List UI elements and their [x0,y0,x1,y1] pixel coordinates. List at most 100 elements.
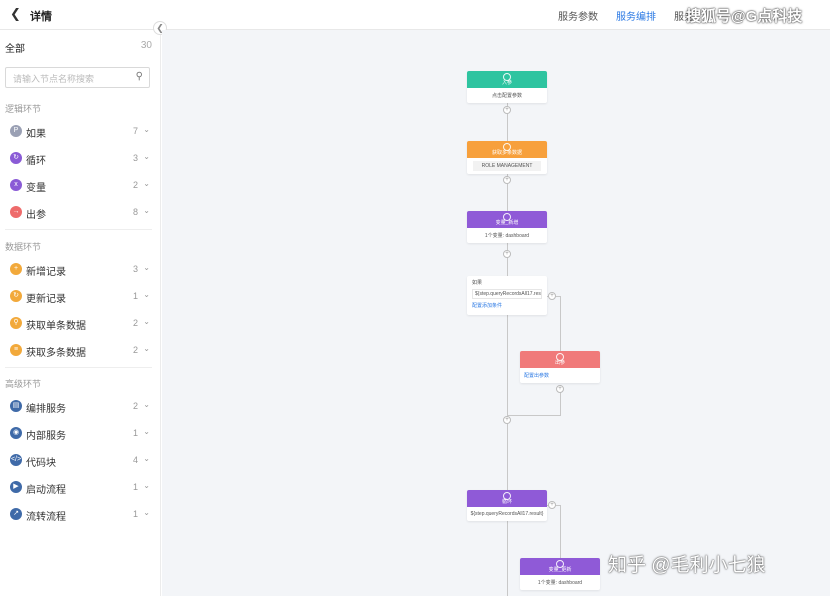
item-label: 出参 [26,210,46,221]
chevron-down-icon[interactable]: ⌄ [143,481,150,490]
search-placeholder: 请输入节点名称搜索 [13,74,95,84]
node-body: 1个变量: dashboard [484,233,530,239]
chevron-down-icon[interactable]: ⌄ [143,152,150,161]
condition-expression: ${step.queryRecordsAll17.result... [472,289,542,299]
section-title-advanced: 高级环节 [5,379,42,389]
flow-node-variable-add[interactable]: 变量_新增 1个变量: dashboard [467,211,547,243]
tab-service-params[interactable]: 服务参数 [558,12,598,23]
tab-service-orchestration[interactable]: 服务编排 [616,8,656,33]
item-count: 4 [132,455,138,465]
sidebar-item-add-record[interactable]: + 新增记录 3 ⌄ [10,262,150,278]
item-count: 8 [132,207,138,217]
sidebar-item-variable[interactable]: x 变量 2 ⌄ [10,178,150,194]
chevron-down-icon[interactable]: ⌄ [143,125,150,134]
chevron-down-icon[interactable]: ⌄ [143,317,150,326]
node-title: 获取多条数据 [491,150,522,156]
update-record-icon: ↻ [10,290,22,302]
flow-canvas[interactable]: + + + + + + + 入参 点击配置参数 获取多条数据 ROLE MANA… [162,30,830,596]
add-node-button[interactable]: + [503,106,511,114]
node-title: 变量_更新 [548,567,572,573]
item-label: 变量 [26,183,46,194]
section-title-data: 数据环节 [5,242,42,252]
sidebar-item-loop[interactable]: ↻ 循环 3 ⌄ [10,151,150,167]
if-icon: P [10,125,22,137]
flow-node-get-data[interactable]: 获取多条数据 ROLE MANAGEMENT [467,141,547,174]
page-title: 详情 [30,11,52,23]
item-label: 获取单条数据 [26,321,86,332]
sidebar-item-if[interactable]: P 如果 7 ⌄ [10,124,150,140]
variable-icon: x [10,179,22,191]
item-count: 7 [132,126,138,136]
node-body: ${step.queryRecordsAll17.result} [470,511,544,517]
sidebar-item-start-flow[interactable]: ▶ 启动流程 1 ⌄ [10,480,150,496]
item-label: 内部服务 [26,431,66,442]
flow-node-output[interactable]: 出参 配置出参数 [520,351,600,383]
search-icon[interactable]: ⚲ [135,71,143,82]
item-label: 新增记录 [26,267,66,278]
chevron-down-icon[interactable]: ⌄ [143,454,150,463]
sidebar-item-update-record[interactable]: ↻ 更新记录 1 ⌄ [10,289,150,305]
chevron-down-icon[interactable]: ⌄ [143,206,150,215]
node-icon [503,143,511,151]
sidebar-item-internal-service[interactable]: ◉ 内部服务 1 ⌄ [10,426,150,442]
divider [5,229,152,230]
search-input[interactable]: 请输入节点名称搜索 ⚲ [5,67,150,88]
item-count: 2 [132,401,138,411]
sidebar-item-orchestrate[interactable]: ▤ 编排服务 2 ⌄ [10,399,150,415]
add-node-button[interactable]: + [503,250,511,258]
item-count: 3 [132,264,138,274]
node-icon [556,560,564,568]
item-count: 1 [132,428,138,438]
item-label: 循环 [26,156,46,167]
item-count: 3 [132,153,138,163]
item-label: 流转流程 [26,512,66,523]
node-body: 点击配置参数 [491,93,522,99]
add-node-button[interactable]: + [556,385,564,393]
item-label: 编排服务 [26,404,66,415]
watermark: 搜狐号@G点科技 [686,8,803,25]
chevron-down-icon[interactable]: ⌄ [143,400,150,409]
chevron-down-icon[interactable]: ⌄ [143,427,150,436]
chevron-down-icon[interactable]: ⌄ [143,179,150,188]
node-icon [556,353,564,361]
node-title: 如果 [472,280,483,286]
add-node-button[interactable]: + [503,176,511,184]
flow-node-variable-update[interactable]: 变量_更新 1个变量: dashboard [520,558,600,590]
node-icon [503,73,511,81]
node-title: 变量_新增 [495,220,519,226]
flow-node-start[interactable]: 入参 点击配置参数 [467,71,547,103]
add-condition-link[interactable]: 配置添加条件 [472,303,503,309]
sidebar-item-get-single[interactable]: ⚲ 获取单条数据 2 ⌄ [10,316,150,332]
get-single-icon: ⚲ [10,317,22,329]
node-header: 入参 [467,71,547,88]
chevron-down-icon[interactable]: ⌄ [143,508,150,517]
internal-service-icon: ◉ [10,427,22,439]
configure-output-link[interactable]: 配置出参数 [524,373,550,379]
add-node-button[interactable]: + [503,416,511,424]
all-label: 全部 [5,44,25,55]
get-multi-icon: ≡ [10,344,22,356]
chevron-left-icon[interactable]: ❮ [10,6,21,21]
add-node-button[interactable]: + [548,292,556,300]
tab-service-more[interactable]: 服务 [674,12,694,23]
node-body: ROLE MANAGEMENT [473,161,541,171]
chevron-down-icon[interactable]: ⌄ [143,263,150,272]
chevron-down-icon[interactable]: ⌄ [143,344,150,353]
sidebar-item-code-block[interactable]: </> 代码块 4 ⌄ [10,453,150,469]
all-nodes-row[interactable]: 全部 30 [5,40,152,55]
output-icon: → [10,206,22,218]
flow-connector [507,415,561,416]
sidebar-item-get-multi[interactable]: ≡ 获取多条数据 2 ⌄ [10,343,150,359]
add-node-button[interactable]: + [548,501,556,509]
sidebar-item-output[interactable]: → 出参 8 ⌄ [10,205,150,221]
sidebar-item-transfer-flow[interactable]: ↗ 流转流程 1 ⌄ [10,507,150,523]
chevron-down-icon[interactable]: ⌄ [143,290,150,299]
flow-node-condition[interactable]: 如果 ${step.queryRecordsAll17.result... 配置… [467,276,547,315]
flow-node-loop[interactable]: 循环 ${step.queryRecordsAll17.result} [467,490,547,521]
all-count: 30 [140,40,152,51]
item-label: 如果 [26,129,46,140]
item-count: 1 [132,291,138,301]
item-label: 获取多条数据 [26,348,86,359]
tab-bar: 服务参数 服务编排 服务 [558,8,694,33]
node-header: 循环 [467,490,547,507]
